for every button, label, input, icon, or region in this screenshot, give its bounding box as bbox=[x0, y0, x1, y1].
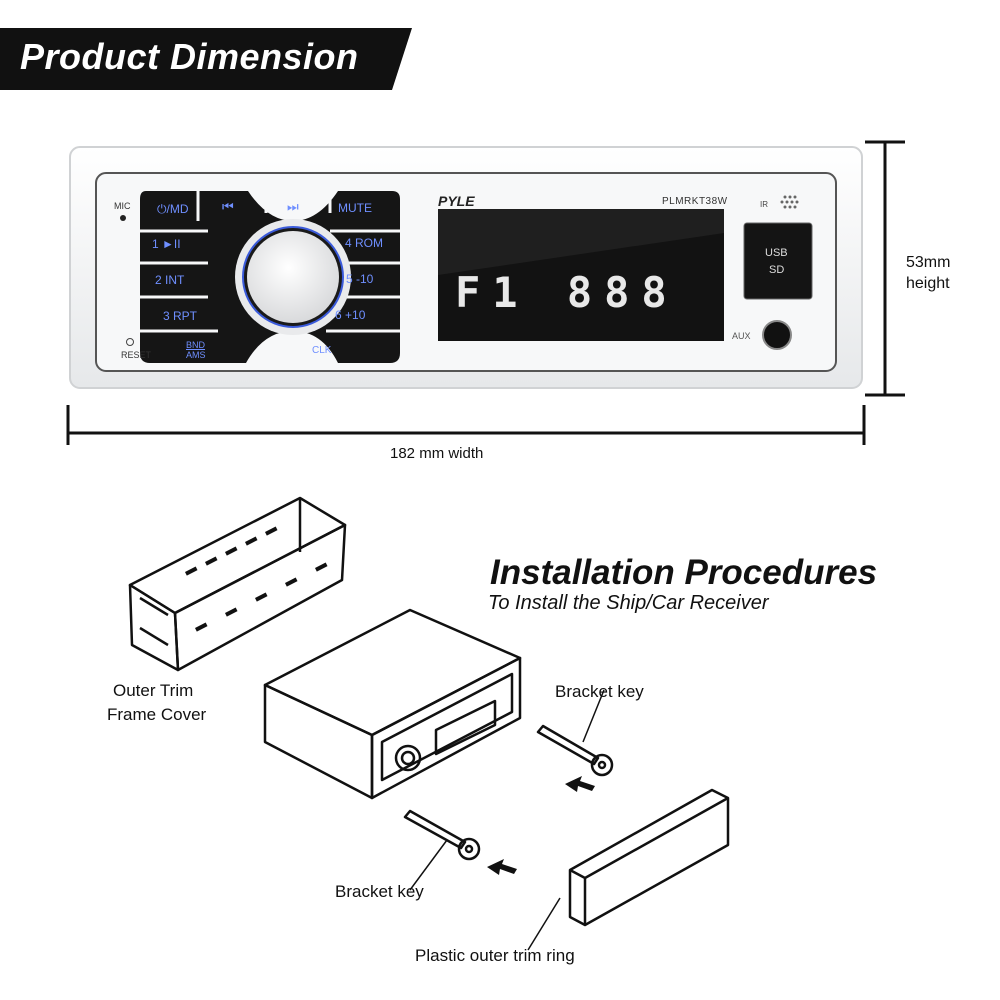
installation-diagram bbox=[128, 496, 730, 951]
page-title: Product Dimension bbox=[20, 36, 359, 77]
arrow-icon bbox=[487, 859, 517, 875]
clk-button: CLK bbox=[312, 345, 332, 356]
outer-trim-label-line1: Outer Trim bbox=[113, 681, 194, 700]
button-6-plus-10: 6 +10 bbox=[335, 308, 366, 322]
installation-title: Installation Procedures bbox=[490, 553, 878, 592]
button-3-rpt: 3 RPT bbox=[163, 309, 198, 323]
ams-button: AMS bbox=[186, 350, 206, 360]
prev-track-button: ⏮ bbox=[222, 199, 234, 214]
lcd-display-text: F1 888 bbox=[455, 268, 679, 317]
next-track-button: ⏭ bbox=[287, 199, 299, 214]
outer-trim-label-line2: Frame Cover bbox=[107, 705, 207, 724]
bracket-key-label-bottom: Bracket key bbox=[335, 882, 424, 901]
height-value: 53mm bbox=[906, 254, 951, 271]
bracket-key-top-illustration bbox=[536, 689, 614, 777]
ir-label: IR bbox=[760, 200, 768, 209]
mute-button: MUTE bbox=[338, 201, 372, 215]
trim-ring-illustration bbox=[527, 788, 730, 951]
power-md-button: ⏻/MD bbox=[157, 202, 189, 216]
brand-logo: PYLE bbox=[438, 193, 475, 209]
button-5-minus-10: 5 -10 bbox=[346, 272, 374, 286]
header-banner bbox=[0, 28, 412, 90]
car-radio-front-panel bbox=[69, 146, 863, 389]
bnd-button: BND bbox=[186, 340, 206, 350]
height-word: height bbox=[906, 275, 950, 292]
installation-subtitle: To Install the Ship/Car Receiver bbox=[488, 592, 769, 614]
model-number: PLMRKT38W bbox=[662, 196, 728, 207]
sd-label: SD bbox=[769, 264, 785, 276]
width-dimension-label: 182 mm width bbox=[390, 445, 484, 462]
reset-label: RESET bbox=[121, 350, 152, 360]
outer-trim-frame-illustration bbox=[128, 496, 347, 672]
arrow-icon bbox=[565, 776, 595, 792]
aux-label: AUX bbox=[732, 331, 751, 341]
dimension-lines bbox=[66, 140, 905, 445]
bracket-key-label-top: Bracket key bbox=[555, 682, 644, 701]
receiver-chassis-illustration bbox=[263, 608, 522, 800]
usb-label: USB bbox=[765, 247, 788, 259]
mic-label: MIC bbox=[114, 201, 131, 211]
button-2-int: 2 INT bbox=[155, 273, 185, 287]
bracket-key-bottom-illustration bbox=[403, 809, 481, 891]
trim-ring-label: Plastic outer trim ring bbox=[415, 946, 575, 965]
button-1-play-pause: 1 ►II bbox=[152, 237, 181, 251]
button-4-rom: 4 ROM bbox=[345, 236, 384, 250]
height-dimension-label: 53mm height bbox=[906, 252, 986, 294]
